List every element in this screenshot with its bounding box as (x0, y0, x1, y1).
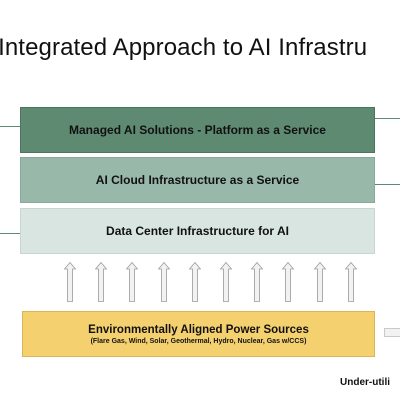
upward-arrow-icon (220, 262, 232, 302)
layer-cloud: AI Cloud Infrastructure as a Service (20, 157, 375, 203)
upward-arrow-icon (157, 262, 170, 302)
upward-arrow-icon (64, 262, 76, 302)
upward-arrow-icon (251, 262, 264, 302)
layer-paas-label: Managed AI Solutions - Platform as a Ser… (69, 123, 326, 137)
layer-power-subtitle: (Flare Gas, Wind, Solar, Geothermal, Hyd… (90, 337, 307, 345)
right-connector-paas (375, 118, 400, 119)
layer-paas: Managed AI Solutions - Platform as a Ser… (20, 107, 375, 153)
upward-arrow-icon (313, 262, 326, 302)
upward-arrow-icon (126, 262, 139, 302)
upward-arrow-icon (344, 262, 357, 302)
layer-power: Environmentally Aligned Power Sources (F… (22, 311, 375, 357)
upward-arrow-icon (282, 262, 295, 302)
layer-datacenter-label: Data Center Infrastructure for AI (106, 224, 289, 238)
upward-arrows (0, 262, 400, 304)
right-arrow-stub (384, 328, 400, 337)
diagram-title: -Integrated Approach to AI Infrastru (0, 34, 368, 61)
left-connector-datacenter (0, 233, 20, 234)
layer-cloud-label: AI Cloud Infrastructure as a Service (95, 173, 300, 187)
layer-power-title: Environmentally Aligned Power Sources (88, 323, 309, 336)
upward-arrow-icon (188, 262, 201, 302)
left-connector-paas (0, 126, 20, 127)
bottom-label: Under-utili (340, 377, 390, 388)
layer-datacenter: Data Center Infrastructure for AI (20, 208, 375, 254)
right-connector-cloud (375, 184, 400, 185)
upward-arrow-icon (95, 262, 108, 302)
